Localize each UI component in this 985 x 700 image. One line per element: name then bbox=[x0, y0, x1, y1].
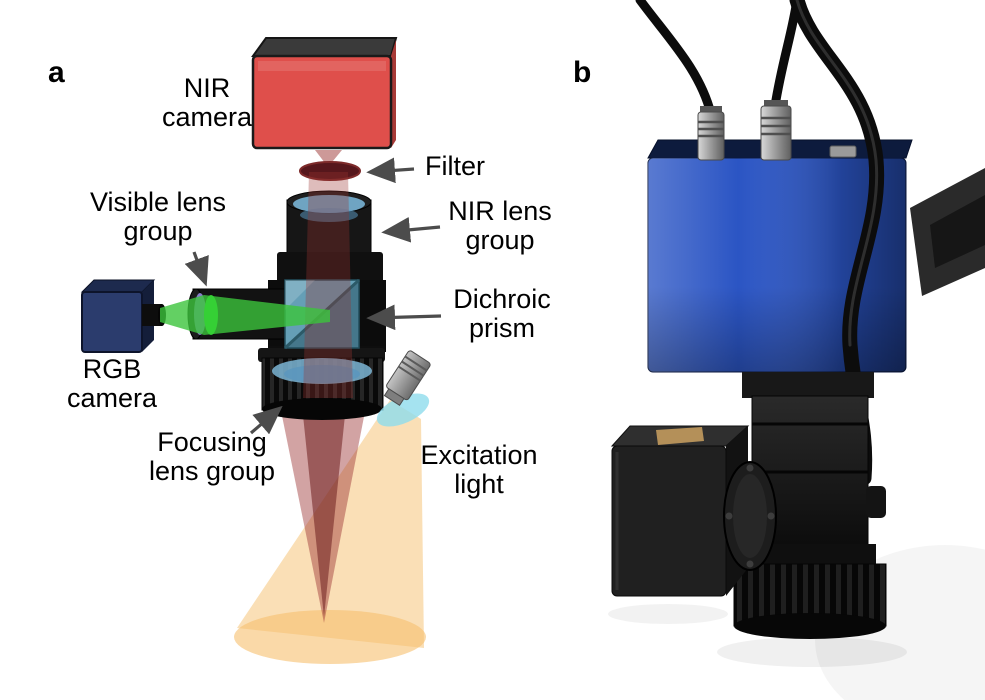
nir-lens bbox=[293, 195, 365, 213]
cable-left bbox=[635, 0, 716, 119]
nir-lens-group-label: NIR lens group bbox=[448, 196, 552, 255]
rgb-camera-shape bbox=[80, 279, 166, 353]
latch bbox=[829, 145, 857, 158]
main-camera-body bbox=[647, 139, 913, 373]
visible-lens-group-arrow bbox=[184, 251, 209, 287]
filter-arrow bbox=[366, 157, 415, 184]
focusing-lens-group-label: Focusing lens group bbox=[148, 427, 276, 486]
cable-right bbox=[770, 0, 802, 111]
nir-camera-shape bbox=[251, 37, 398, 150]
filter-shape bbox=[299, 150, 361, 181]
cables bbox=[635, 0, 802, 119]
filter-label: Filter bbox=[425, 151, 485, 181]
panel-a-schematic bbox=[80, 37, 442, 664]
cable-highlight bbox=[795, 0, 879, 347]
dichroic-prism-arrow bbox=[366, 304, 442, 331]
dichroic-prism-label: Dichroic prism bbox=[453, 284, 551, 343]
excitation-light-label: Excitation light bbox=[420, 440, 538, 499]
camera-top-label bbox=[656, 427, 704, 445]
nir-beam-cone bbox=[278, 396, 368, 623]
secondary-camera bbox=[610, 425, 777, 597]
nir-beam-column bbox=[303, 172, 353, 398]
nir-camera-label: NIR camera bbox=[161, 73, 253, 132]
panel-b-photo bbox=[608, 0, 985, 700]
focusing-lens-group-arrow bbox=[249, 405, 283, 435]
connector-right bbox=[760, 100, 792, 161]
nir-lens-group-arrow bbox=[381, 217, 441, 243]
excitation-source-shape bbox=[376, 350, 431, 427]
connector-left bbox=[697, 106, 725, 161]
panel-a-label: a bbox=[48, 56, 65, 89]
annotation-arrows bbox=[184, 157, 442, 435]
mounting-arm bbox=[910, 168, 985, 296]
visible-beam-lens bbox=[204, 295, 218, 335]
panel-b-label: b bbox=[573, 56, 592, 89]
rgb-camera-label: RGB camera bbox=[66, 354, 158, 413]
visible-lens-group-label: Visible lens group bbox=[89, 187, 227, 246]
visible-beam bbox=[160, 295, 330, 335]
